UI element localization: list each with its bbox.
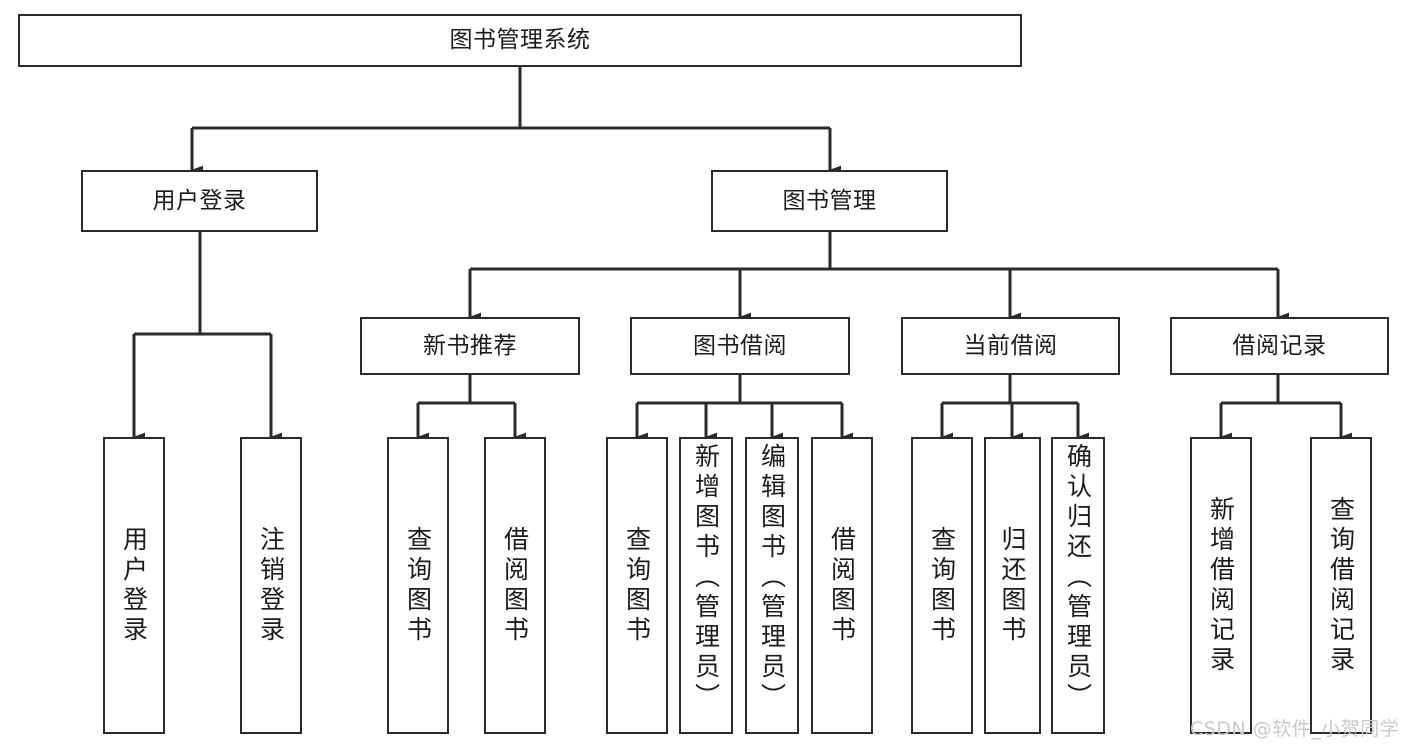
level2-node-当前借阅-2: 当前借阅: [901, 317, 1120, 375]
leaf-node-查询图书-4: 查询图书: [606, 437, 668, 734]
leaf-node-归还图书-9: 归还图书: [984, 437, 1041, 734]
leaf-node-注销登录-1: 注销登录: [240, 437, 302, 734]
root-node-图书管理系统-0: 图书管理系统: [18, 14, 1022, 67]
node-label: 新增图书（管理员）: [691, 443, 721, 713]
node-label: 借阅图书: [500, 525, 530, 646]
node-label: 当前借阅: [963, 332, 1058, 359]
node-label: 注销登录: [256, 525, 286, 646]
node-label: 归还图书: [998, 525, 1027, 646]
node-label: 查询图书: [622, 525, 652, 646]
level2-node-新书推荐-0: 新书推荐: [360, 317, 580, 375]
leaf-node-新增图书管理员-5: 新增图书（管理员）: [679, 437, 733, 734]
node-label: 图书管理: [782, 187, 877, 214]
node-label: 用户登录: [119, 525, 149, 646]
node-label: 确认归还（管理员）: [1063, 443, 1093, 713]
node-label: 查询图书: [403, 525, 433, 646]
node-label: 查询借阅记录: [1326, 495, 1356, 676]
level1-node-图书管理-1: 图书管理: [711, 170, 948, 232]
node-label: 新书推荐: [423, 332, 517, 359]
level1-node-用户登录-0: 用户登录: [81, 170, 318, 232]
leaf-node-编辑图书管理员-6: 编辑图书（管理员）: [745, 437, 799, 734]
node-label: 新增借阅记录: [1206, 495, 1236, 676]
csdn-watermark: CSDN @软件_小贺同学: [1190, 718, 1400, 740]
node-label: 图书管理系统: [449, 27, 591, 54]
leaf-node-查询图书-8: 查询图书: [911, 437, 973, 734]
level2-node-借阅记录-3: 借阅记录: [1170, 317, 1389, 375]
node-label: 图书借阅: [693, 332, 787, 359]
node-label: 借阅图书: [827, 525, 857, 646]
node-label: 借阅记录: [1232, 332, 1327, 359]
leaf-node-查询借阅记录-12: 查询借阅记录: [1310, 437, 1372, 734]
leaf-node-新增借阅记录-11: 新增借阅记录: [1190, 437, 1252, 734]
leaf-node-用户登录-0: 用户登录: [103, 437, 165, 734]
leaf-node-查询图书-2: 查询图书: [387, 437, 449, 734]
leaf-node-借阅图书-3: 借阅图书: [484, 437, 546, 734]
leaf-node-借阅图书-7: 借阅图书: [811, 437, 873, 734]
node-label: 查询图书: [927, 525, 957, 646]
level2-node-图书借阅-1: 图书借阅: [630, 317, 850, 375]
node-label: 编辑图书（管理员）: [757, 443, 787, 713]
leaf-node-确认归还管理员-10: 确认归还（管理员）: [1051, 437, 1105, 734]
node-label: 用户登录: [152, 187, 247, 214]
